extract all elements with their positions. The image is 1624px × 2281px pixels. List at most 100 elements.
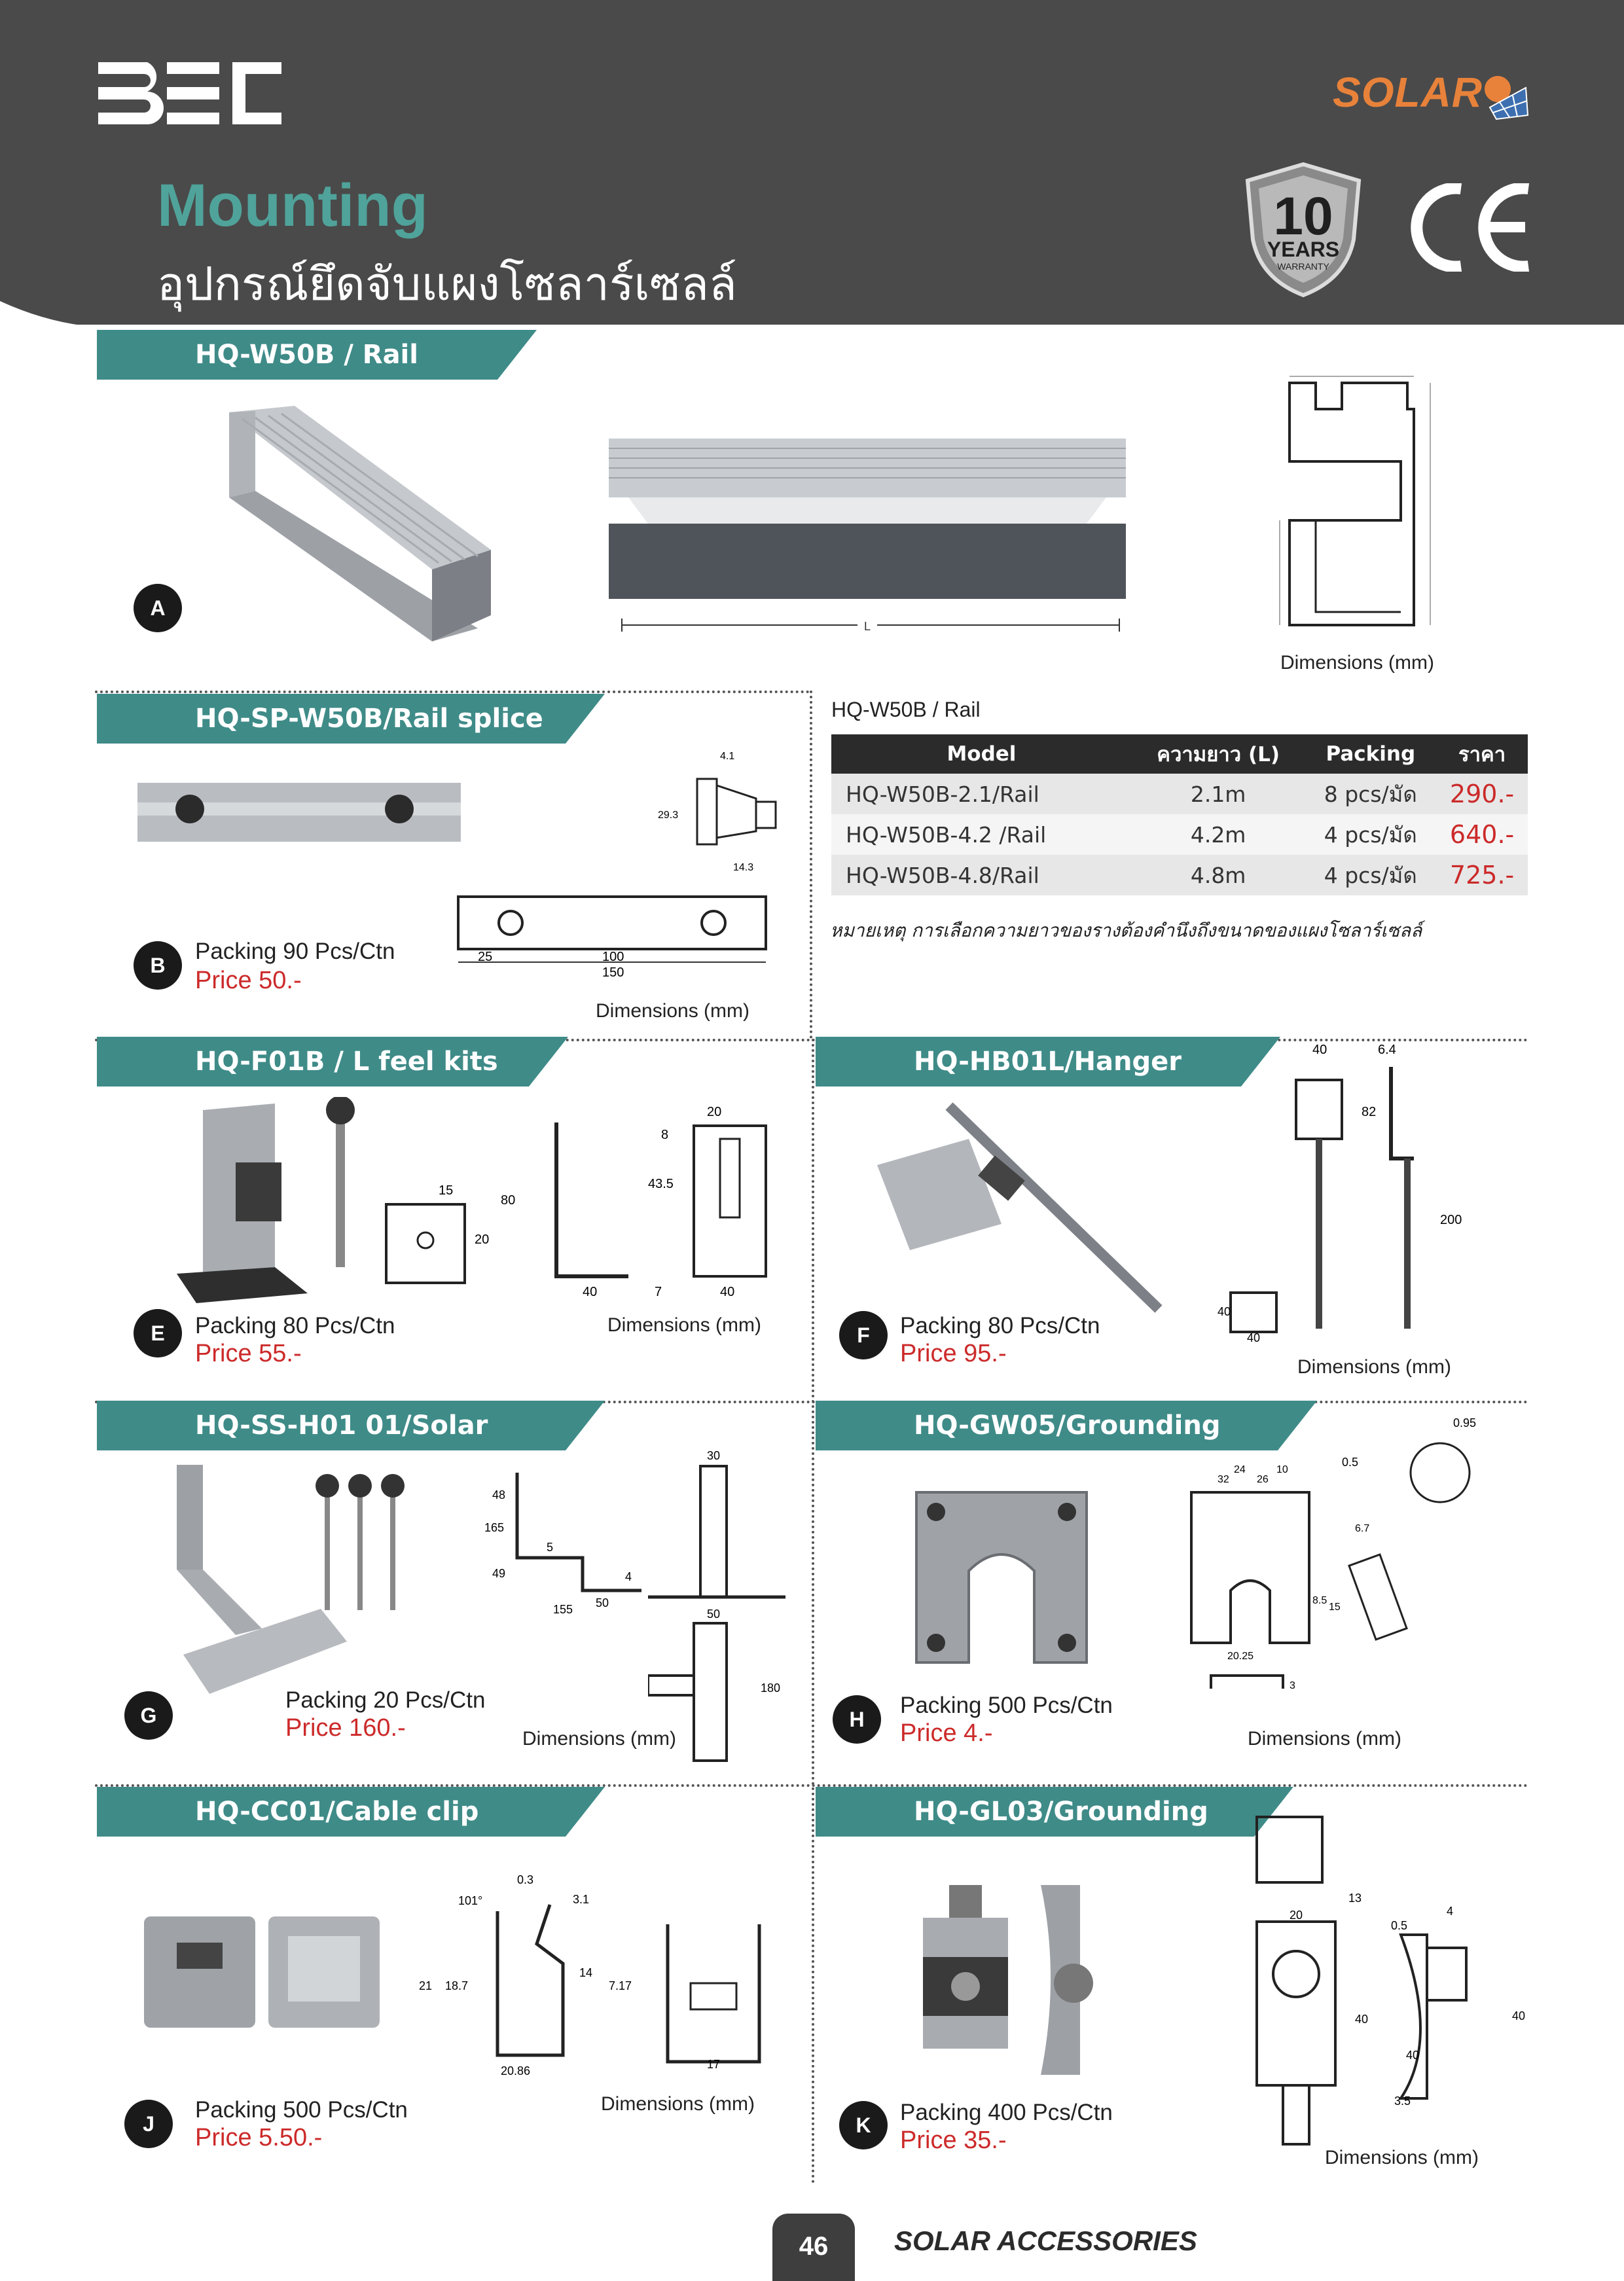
tab-rail: HQ-W50B / Rail [97, 330, 537, 380]
clip-dim-value: 17 [707, 2058, 720, 2071]
lug-dim-value: 4 [1447, 1905, 1453, 1918]
cable-clip-packing: Packing 500 Pcs/Ctn [195, 2097, 408, 2123]
rail-splice-image [137, 783, 461, 842]
lug-dim-value: 3.5 [1394, 2094, 1411, 2108]
feelkit-dim-value: 15 [439, 1183, 453, 1198]
separator [810, 691, 812, 1039]
letter-e-badge: E [134, 1309, 182, 1357]
grounding-washer-drawing: 0.5 0.95 32 26 24 10 6.7 8.5 15 20.25 3 [1190, 1416, 1476, 1691]
cell-model: HQ-W50B-4.2 /Rail [831, 814, 1132, 855]
hook-dim-value: 30 [707, 1449, 720, 1462]
feelkit-dim-value: 40 [583, 1285, 597, 1299]
grounding-washer-packing: Packing 500 Pcs/Ctn [900, 1693, 1113, 1718]
clip-dim-value: 21 [419, 1979, 432, 1992]
letter-j-badge: J [124, 2100, 173, 2148]
feel-kit-top-drawing: 15 20 [385, 1183, 489, 1284]
ce-mark-icon [1411, 183, 1530, 272]
page-header [0, 0, 1624, 325]
footer-section-title: SOLAR ACCESSORIES [894, 2225, 1197, 2256]
grounding-lug-dimensions-label: Dimensions (mm) [1325, 2147, 1479, 2168]
cell-length: 4.8m [1131, 855, 1305, 895]
washer-dim-value: 26 [1257, 1474, 1269, 1485]
clip-dim-value: 101° [458, 1894, 482, 1907]
tab-grounding-washer: HQ-GW05/Grounding washer [816, 1401, 1317, 1490]
badge-number: 10 [1273, 187, 1333, 246]
feelkit-dim-value: 8 [661, 1128, 668, 1142]
cable-clip-image [144, 1916, 380, 2028]
lug-dim-value: 20 [1290, 1909, 1303, 1922]
letter-k-badge: K [839, 2101, 888, 2149]
grounding-lug-image [923, 1885, 1093, 2075]
solar-hook-packing: Packing 20 Pcs/Ctn [285, 1687, 486, 1713]
splice-dim-value: 29.3 [658, 810, 678, 821]
letter-b-badge: B [134, 941, 182, 990]
washer-dim-value: 8.5 [1312, 1595, 1327, 1606]
splice-dim-value: 25 [478, 950, 492, 964]
solar-hook-image [177, 1465, 347, 1694]
feelkit-dim-value: 20 [475, 1232, 489, 1247]
table-row: HQ-W50B-2.1/Rail 2.1m 8 pcs/มัด 290.- [831, 774, 1528, 814]
splice-dim-value: 100 [602, 950, 624, 964]
clip-dim-value: 18.7 [445, 1979, 468, 1992]
letter-g-badge: G [124, 1691, 173, 1740]
hook-dim-value: 165 [484, 1521, 504, 1534]
clip-dim-value: 20.86 [501, 2064, 530, 2077]
cell-length: 2.1m [1131, 774, 1305, 814]
lug-dim-value: 40 [1355, 2013, 1368, 2026]
rail-table-title: HQ-W50B / Rail [831, 698, 981, 721]
tab-grounding-lug: HQ-GL03/Grounding Lug [816, 1787, 1293, 1877]
hook-dim-value: 180 [761, 1681, 780, 1695]
cell-model: HQ-W50B-4.8/Rail [831, 855, 1132, 895]
letter-f-badge: F [839, 1311, 888, 1359]
feelkit-dim-value: 20 [707, 1105, 721, 1119]
hanger-dim-value: 6.4 [1378, 1043, 1396, 1057]
letter-h-badge: H [833, 1695, 881, 1744]
table-row: HQ-W50B-4.8/Rail 4.8m 4 pcs/มัด 725.- [831, 855, 1528, 895]
badge-years: YEARS [1267, 238, 1339, 261]
splice-dimensions-label: Dimensions (mm) [596, 1000, 750, 1022]
lug-dim-value: 13 [1348, 1892, 1362, 1905]
cell-length: 4.2m [1131, 814, 1305, 855]
separator [95, 1784, 1528, 1787]
rail-price-table: Model ความยาว (L) Packing ราคา HQ-W50B-2… [831, 734, 1528, 895]
tab-cable-clip: HQ-CC01/Cable clip [97, 1787, 605, 1837]
hanger-image [877, 1102, 1163, 1313]
feelkit-dim-value: 7 [655, 1285, 662, 1299]
page-number: 46 [772, 2214, 855, 2281]
screw-set-image [316, 1474, 405, 1610]
tab-rail-splice: HQ-SP-W50B/Rail splice [97, 694, 605, 744]
grounding-washer-price: Price 4.- [900, 1719, 993, 1747]
washer-dim-value: 10 [1276, 1464, 1288, 1475]
separator [95, 1401, 1528, 1403]
brand-name: SOLAR [1333, 69, 1483, 116]
letter-a-badge: A [134, 584, 182, 632]
warranty-badge: 10 YEARS WARRANTY [1245, 162, 1362, 298]
tab-feel-kit: HQ-F01B / L feel kits (เมทัลชีท) [97, 1037, 568, 1126]
feel-kit-price: Price 55.- [195, 1340, 302, 1367]
hanger-dimensions-label: Dimensions (mm) [1297, 1356, 1452, 1378]
solar-panel-icon [1485, 76, 1529, 120]
rail-length-label: L [864, 620, 871, 633]
clip-dim-value: 7.17 [609, 1979, 632, 1992]
hook-dim-value: 4 [625, 1570, 632, 1583]
splice-packing: Packing 90 Pcs/Ctn [195, 939, 395, 964]
splice-dim-value: 150 [602, 965, 624, 980]
washer-dim-value: 20.25 [1227, 1651, 1254, 1662]
grounding-washer-dimensions-label: Dimensions (mm) [1248, 1728, 1402, 1750]
hook-dim-value: 49 [492, 1567, 505, 1580]
feel-kit-side-drawing: 80 40 [501, 1123, 628, 1299]
hanger-packing: Packing 80 Pcs/Ctn [900, 1313, 1100, 1338]
cable-clip-dimensions-label: Dimensions (mm) [601, 2093, 755, 2115]
rail-splice-side-drawing: 4.1 29.3 14.3 [658, 751, 777, 873]
cell-packing: 8 pcs/มัด [1305, 774, 1437, 814]
grounding-lug-price: Price 35.- [900, 2127, 1007, 2154]
cell-packing: 4 pcs/มัด [1305, 855, 1437, 895]
hanger-dim-value: 40 [1312, 1043, 1327, 1057]
hook-dim-value: 50 [707, 1607, 720, 1621]
cell-packing: 4 pcs/มัด [1305, 814, 1437, 855]
hook-dim-value: 155 [553, 1603, 573, 1616]
rail-splice-top-drawing: 25 100 150 [457, 895, 767, 980]
splice-price: Price 50.- [195, 967, 302, 994]
hanger-dim-value: 40 [1247, 1331, 1260, 1342]
cell-model: HQ-W50B-2.1/Rail [831, 774, 1132, 814]
